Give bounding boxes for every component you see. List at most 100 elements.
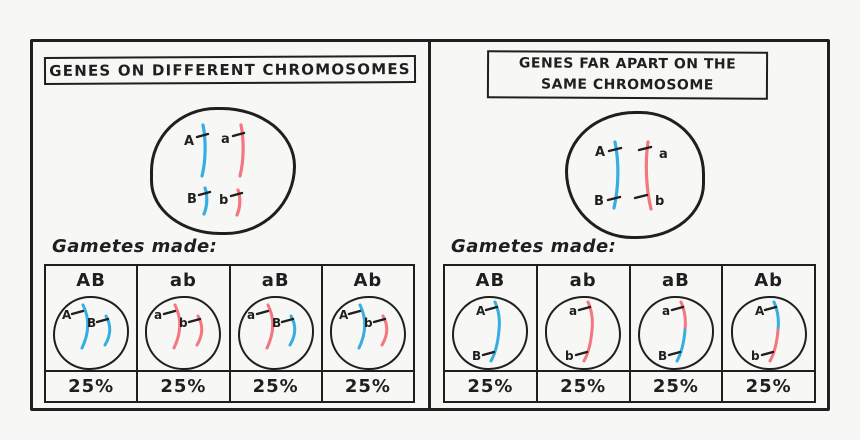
gamete-column-aB: aB a B 25% <box>230 266 323 401</box>
chromosome-a-red <box>238 123 245 178</box>
gamete-percent: 25% <box>537 370 629 401</box>
allele-tick <box>670 305 685 312</box>
allele-label-b: b <box>655 194 664 209</box>
allele-label-B: B <box>187 192 197 207</box>
allele-tick <box>70 309 85 316</box>
gamete-percent: 25% <box>630 370 722 401</box>
allele-tick-A <box>195 132 210 139</box>
right-gametes-table: AB A B 25% ab <box>443 264 816 403</box>
chromosome-b-red <box>235 188 242 217</box>
gamete-genotype-label: Ab <box>353 270 383 291</box>
gamete-chromosomes: a B <box>658 300 687 363</box>
allele-tick-B <box>606 195 622 202</box>
chromosome-ab-red <box>644 140 653 211</box>
gamete-column-AB: AB A B 25% <box>445 266 538 401</box>
allele-tick <box>577 305 592 312</box>
chromosome-segment-top <box>586 300 594 332</box>
gamete-cell-area: a b <box>138 295 228 370</box>
gamete-percent: 25% <box>723 370 814 401</box>
allele-tick <box>574 350 589 357</box>
gamete-genotype-label: AB <box>475 270 506 291</box>
allele-tick <box>482 350 496 357</box>
allele-label-a: a <box>659 147 668 162</box>
left-panel-title-text: GENES ON DIFFERENT CHROMOSOMES <box>49 60 411 80</box>
gamete-cell: a b <box>145 296 222 370</box>
right-gametes-heading: Gametes made: <box>451 236 617 257</box>
gamete-chromosomes: a b <box>565 300 594 363</box>
allele-tick <box>95 317 110 324</box>
allele-label: B <box>87 316 96 330</box>
allele-label-B: B <box>594 194 604 209</box>
allele-tick <box>372 317 387 324</box>
gamete-cell-area: a B <box>631 295 722 370</box>
allele-tick <box>280 317 294 324</box>
allele-tick <box>763 305 777 312</box>
allele-label: A <box>62 308 72 322</box>
allele-label: B <box>658 349 667 363</box>
gamete-cell: a b <box>545 296 622 370</box>
gamete-cell: A B <box>53 296 130 370</box>
right-panel-title-text: GENES FAR APART ON THE SAME CHROMOSOME <box>518 55 737 94</box>
chromosome-A-blue <box>200 123 207 178</box>
allele-tick-b <box>633 193 649 200</box>
allele-label-a: a <box>221 132 230 147</box>
gamete-percent: 25% <box>230 370 321 401</box>
left-panel-title: GENES ON DIFFERENT CHROMOSOMES <box>43 55 417 85</box>
gamete-cell: A b <box>329 296 406 370</box>
allele-label-A: A <box>595 145 605 160</box>
gamete-cell-area: A B <box>46 295 136 370</box>
gamete-cell: A B <box>452 296 529 370</box>
gamete-chromosomes: A b <box>339 303 389 350</box>
panel-divider <box>428 39 431 411</box>
gamete-cell: A b <box>730 296 807 370</box>
allele-label: a <box>662 304 670 318</box>
allele-tick <box>188 317 202 324</box>
allele-label: a <box>154 308 162 322</box>
allele-label: A <box>476 304 486 318</box>
right-parent-cell-diagram: A B a b <box>565 111 705 239</box>
allele-label-A: A <box>184 134 194 149</box>
chromosome-line <box>172 303 182 350</box>
gamete-percent: 25% <box>46 370 137 401</box>
gamete-percent: 25% <box>322 370 413 401</box>
allele-tick-a <box>231 131 246 138</box>
chromosome-line <box>265 303 274 350</box>
left-gametes-heading: Gametes made: <box>52 236 218 257</box>
gamete-chromosomes: A b <box>751 300 780 363</box>
gamete-genotype-label: aB <box>261 270 290 291</box>
allele-label: A <box>339 308 349 322</box>
gamete-column-aB: aB a B 25% <box>630 266 724 401</box>
allele-tick-A <box>607 146 623 153</box>
gamete-genotype-label: ab <box>169 270 197 291</box>
gamete-cell-area: A b <box>323 295 413 370</box>
gamete-genotype-label: Ab <box>754 270 784 291</box>
allele-label: a <box>247 308 255 322</box>
allele-tick <box>163 309 177 316</box>
chromosome-segment-top <box>772 300 780 332</box>
chromosome-segment-top <box>679 300 687 332</box>
allele-label-b: b <box>219 193 228 208</box>
gamete-chromosomes: A B <box>62 303 112 350</box>
allele-tick-b <box>229 191 244 198</box>
gamete-cell-area: A B <box>445 295 536 370</box>
allele-label: b <box>565 349 574 363</box>
chromosome-B-blue <box>202 186 209 216</box>
gamete-chromosomes: A B <box>472 300 502 363</box>
chromosome-AB-blue <box>612 140 620 210</box>
allele-tick <box>255 309 269 316</box>
chromosome-line <box>80 303 90 350</box>
allele-label: B <box>472 349 481 363</box>
right-parent-cell-chromosomes: A B a b <box>594 140 668 211</box>
chromosome-segment-bottom <box>489 328 501 363</box>
chromosome-segment-bottom <box>675 328 687 363</box>
allele-label: b <box>179 316 188 330</box>
chromosome-segment-bottom <box>768 328 780 363</box>
gamete-genotype-label: ab <box>569 270 597 291</box>
allele-tick <box>760 350 774 357</box>
allele-tick <box>485 305 499 312</box>
allele-tick <box>667 350 682 357</box>
gamete-genotype-label: aB <box>661 270 690 291</box>
gamete-column-Ab: Ab A b 25% <box>723 266 814 401</box>
allele-tick-a <box>637 145 653 152</box>
allele-label: a <box>569 304 577 318</box>
